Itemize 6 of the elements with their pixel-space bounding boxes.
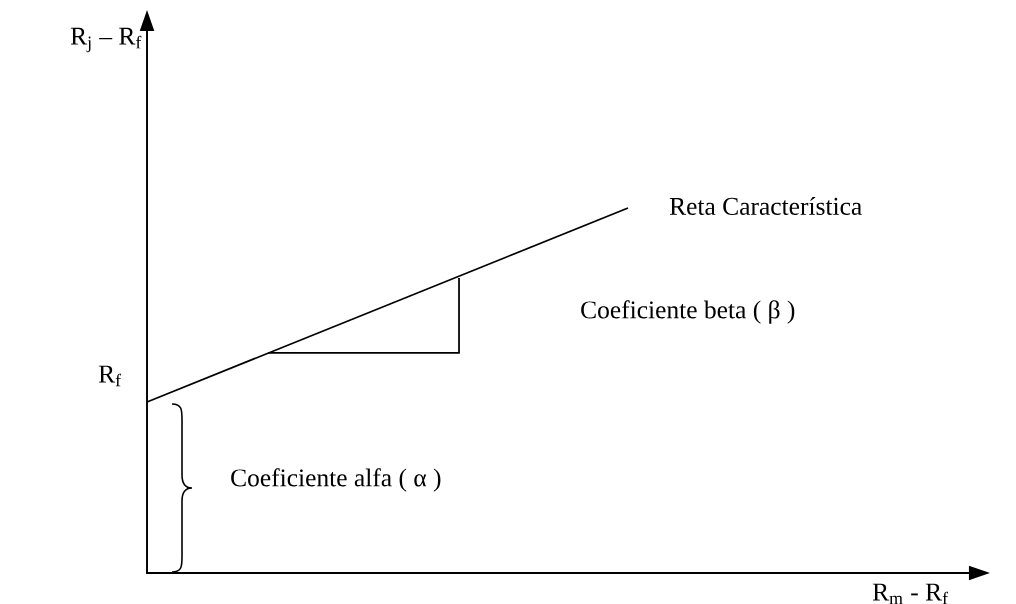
axis-label: Reta Característica — [669, 197, 862, 215]
axis-label: Coeficiente beta ( β ) — [581, 300, 795, 324]
axis-label: R$_{f}$ — [98, 365, 122, 387]
axis-label: R$_{m}$ - R$_{f}$ — [872, 583, 948, 604]
axis-label: Coeficiente alfa ( α ) — [231, 468, 441, 492]
axis-label: R$_{j}$ – R$_{f}$ — [70, 27, 142, 53]
